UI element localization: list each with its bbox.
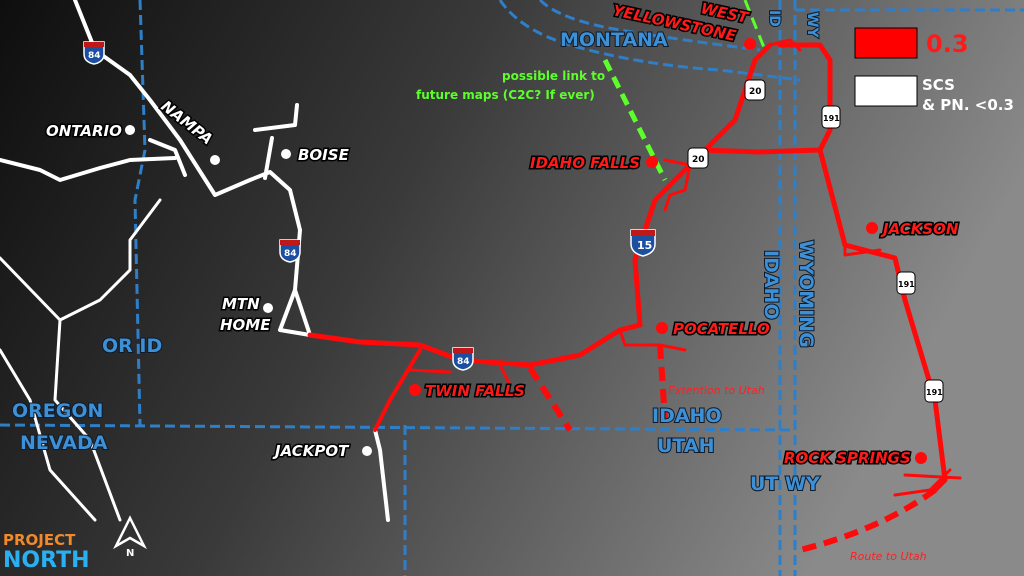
border-montana: [498, 0, 801, 82]
svg-text:84: 84: [284, 249, 297, 259]
state-label-montana: MONTANA: [560, 29, 668, 51]
state-label-ut-wy: UT WY: [750, 473, 820, 495]
legend-red-swatch: [854, 27, 918, 59]
road-yellowstone-loop: [768, 38, 802, 52]
dot-ontario: [125, 125, 135, 135]
note-possible-link-2: future maps (C2C? If ever): [416, 88, 595, 102]
road-twin-falls: [373, 348, 422, 432]
state-label-nevada: NEVADA: [20, 432, 108, 454]
road-i84-east: [307, 322, 643, 368]
city-label-mtn-home-2: HOME: [220, 316, 271, 334]
svg-text:20: 20: [749, 87, 762, 97]
us-route-shield-icon: 191: [896, 271, 916, 295]
road-extension-utah: [657, 344, 668, 421]
legend-white-swatch: [854, 75, 918, 107]
legend-red-label: 0.3: [926, 30, 969, 58]
dot-twin-falls: [409, 384, 421, 396]
us-route-shield-icon: 20: [744, 79, 766, 101]
dot-west-yellowstone: [744, 38, 756, 50]
city-label-twin-falls: TWIN FALLS: [425, 382, 525, 400]
city-label-jackpot: JACKPOT: [272, 442, 350, 460]
us-route-shield-icon: 191: [821, 105, 841, 129]
note-possible-link-1: possible link to: [502, 69, 605, 83]
road-boise-link: [263, 136, 274, 180]
state-label-idaho: IDAHO: [652, 405, 722, 427]
road-twin-falls-south: [527, 366, 573, 432]
road-nampa-link: [148, 138, 187, 177]
state-label-id-top: ID: [766, 10, 782, 27]
dot-jackson: [866, 222, 878, 234]
note-route-utah: Route to Utah: [850, 550, 927, 563]
city-label-pocatello: POCATELLO: [673, 320, 770, 338]
legend-white-label-1: SCS: [922, 76, 955, 94]
dot-jackpot: [362, 446, 372, 456]
svg-text:15: 15: [637, 239, 652, 252]
svg-text:N: N: [126, 548, 134, 559]
road-boise-spur: [253, 103, 299, 132]
road-us20: [697, 42, 833, 155]
city-label-jackson: JACKSON: [880, 220, 959, 238]
road-west-2: [58, 198, 162, 322]
state-label-or-id: OR ID: [102, 335, 162, 357]
road-mtn-home: [278, 288, 312, 337]
compass-north-icon: N: [113, 515, 147, 559]
interstate-shield-icon: 15: [630, 229, 656, 257]
road-jackpot: [373, 428, 390, 522]
note-extension-utah: Extention to Utah: [668, 384, 765, 397]
svg-text:84: 84: [88, 51, 101, 61]
road-west-1: [0, 256, 122, 522]
city-label-ontario: ONTARIO: [46, 122, 122, 140]
interstate-shield-icon: 84: [83, 41, 105, 65]
dot-boise: [281, 149, 291, 159]
dot-rock-springs: [915, 452, 927, 464]
road-possible-link-north: [743, 0, 767, 51]
road-pocatello-loop: [618, 328, 687, 352]
state-label-oregon: OREGON: [12, 400, 103, 422]
road-possible-link: [602, 58, 668, 182]
logo-north: NORTH: [3, 548, 90, 573]
dashed-red-roads: [527, 344, 937, 553]
dot-pocatello: [656, 322, 668, 334]
legend-white-label-2: & PN. <0.3: [922, 96, 1014, 114]
state-label-wy-top: WY: [804, 12, 820, 38]
city-label-mtn-home-1: MTN: [222, 295, 260, 313]
legend: 0.3 SCS & PN. <0.3: [854, 27, 1014, 114]
road-ontario: [0, 156, 177, 182]
dot-idaho-falls: [646, 156, 658, 168]
svg-text:20: 20: [692, 155, 705, 165]
city-label-boise: BOISE: [298, 146, 350, 164]
road-twin-falls-spur: [408, 363, 512, 387]
svg-text:191: 191: [823, 114, 840, 123]
state-label-wyoming-vertical: WYOMING: [795, 240, 817, 348]
border-or-id: [133, 0, 147, 426]
city-dots: [125, 38, 927, 464]
us-route-shield-icon: 191: [924, 379, 944, 403]
road-route-utah: [799, 487, 937, 553]
svg-text:191: 191: [898, 280, 915, 289]
state-label-idaho-vertical: IDAHO: [760, 250, 782, 320]
city-label-rock-springs: ROCK SPRINGS: [784, 449, 911, 467]
svg-text:84: 84: [457, 357, 470, 367]
dot-mtn-home: [263, 303, 273, 313]
border-montana-2: [538, 0, 761, 52]
border-nv-ut: [0, 423, 791, 432]
logo-project: PROJECT: [3, 531, 76, 549]
interstate-shield-icon: 84: [452, 347, 474, 371]
us-route-shield-icon: 20: [687, 147, 709, 169]
project-north-logo: PROJECT NORTH: [3, 531, 90, 573]
road-idaho-falls-loop: [663, 158, 692, 212]
road-jackson-spur: [843, 243, 882, 257]
state-label-utah: UTAH: [657, 435, 715, 457]
city-label-idaho-falls: IDAHO FALLS: [530, 154, 640, 172]
interstate-shield-icon: 84: [279, 239, 301, 263]
road-west-3: [0, 348, 97, 522]
dot-nampa: [210, 155, 220, 165]
svg-text:191: 191: [926, 388, 943, 397]
dashed-green-roads: [602, 0, 767, 182]
